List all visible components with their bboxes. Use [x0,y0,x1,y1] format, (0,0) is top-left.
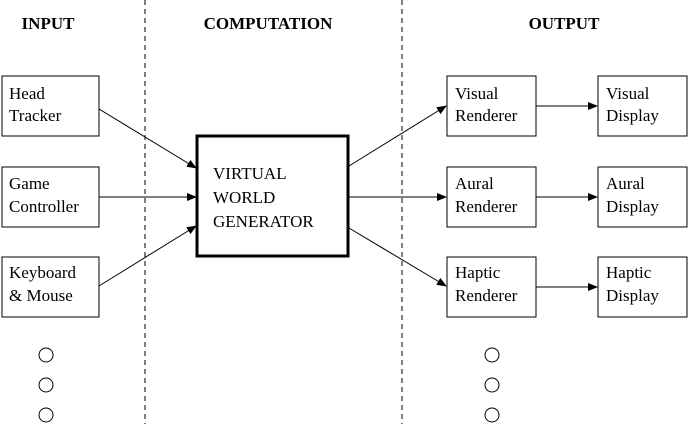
more-outputs-circle-icon [484,347,500,363]
input-box-keyboard-mouse: Keyboard & Mouse [1,256,100,318]
input-label-line2: & Mouse [9,286,73,305]
more-inputs-circle-icon [38,347,54,363]
input-label-line1: Head [9,84,45,103]
display-label-line1: Aural [606,174,645,193]
display-label-line2: Display [606,197,659,216]
generator-label-line3: GENERATOR [213,212,314,231]
input-label-line1: Keyboard [9,263,77,282]
renderer-label-line1: Visual [455,84,499,103]
more-outputs-circle-icon [484,377,500,393]
input-box-game-controller: Game Controller [1,166,100,228]
arrow-keyboard-mouse-to-generator [98,225,197,287]
input-label-line2: Tracker [9,106,62,125]
renderer-label-line1: Aural [455,174,494,193]
more-inputs-circle-icon [38,377,54,393]
header-output: OUTPUT [529,14,601,33]
display-box-visual: Visual Display [597,75,688,137]
renderer-label-line2: Renderer [455,197,518,216]
more-inputs-circle-icon [38,407,54,423]
display-label-line2: Display [606,106,659,125]
generator-label-line2: WORLD [213,188,275,207]
display-box-haptic: Haptic Display [597,256,688,318]
more-outputs-circle-icon [484,407,500,423]
input-label-line2: Controller [9,197,79,216]
input-label-line1: Game [9,174,50,193]
renderer-box-haptic: Haptic Renderer [446,256,537,318]
renderer-label-line2: Renderer [455,286,518,305]
display-label-line1: Visual [606,84,650,103]
display-label-line1: Haptic [606,263,652,282]
virtual-world-generator-box: VIRTUAL WORLD GENERATOR [195,134,350,258]
renderer-label-line2: Renderer [455,106,518,125]
arrow-head-tracker-to-generator [98,108,197,169]
renderer-label-line1: Haptic [455,263,501,282]
display-label-line2: Display [606,286,659,305]
input-box-head-tracker: Head Tracker [1,75,100,137]
generator-label-line1: VIRTUAL [213,164,287,183]
renderer-box-visual: Visual Renderer [446,75,537,137]
arrow-generator-to-visual-renderer [348,105,447,167]
arrow-generator-to-haptic-renderer [348,227,447,287]
renderer-box-aural: Aural Renderer [446,166,537,228]
display-box-aural: Aural Display [597,166,688,228]
header-computation: COMPUTATION [204,14,333,33]
header-input: INPUT [22,14,76,33]
